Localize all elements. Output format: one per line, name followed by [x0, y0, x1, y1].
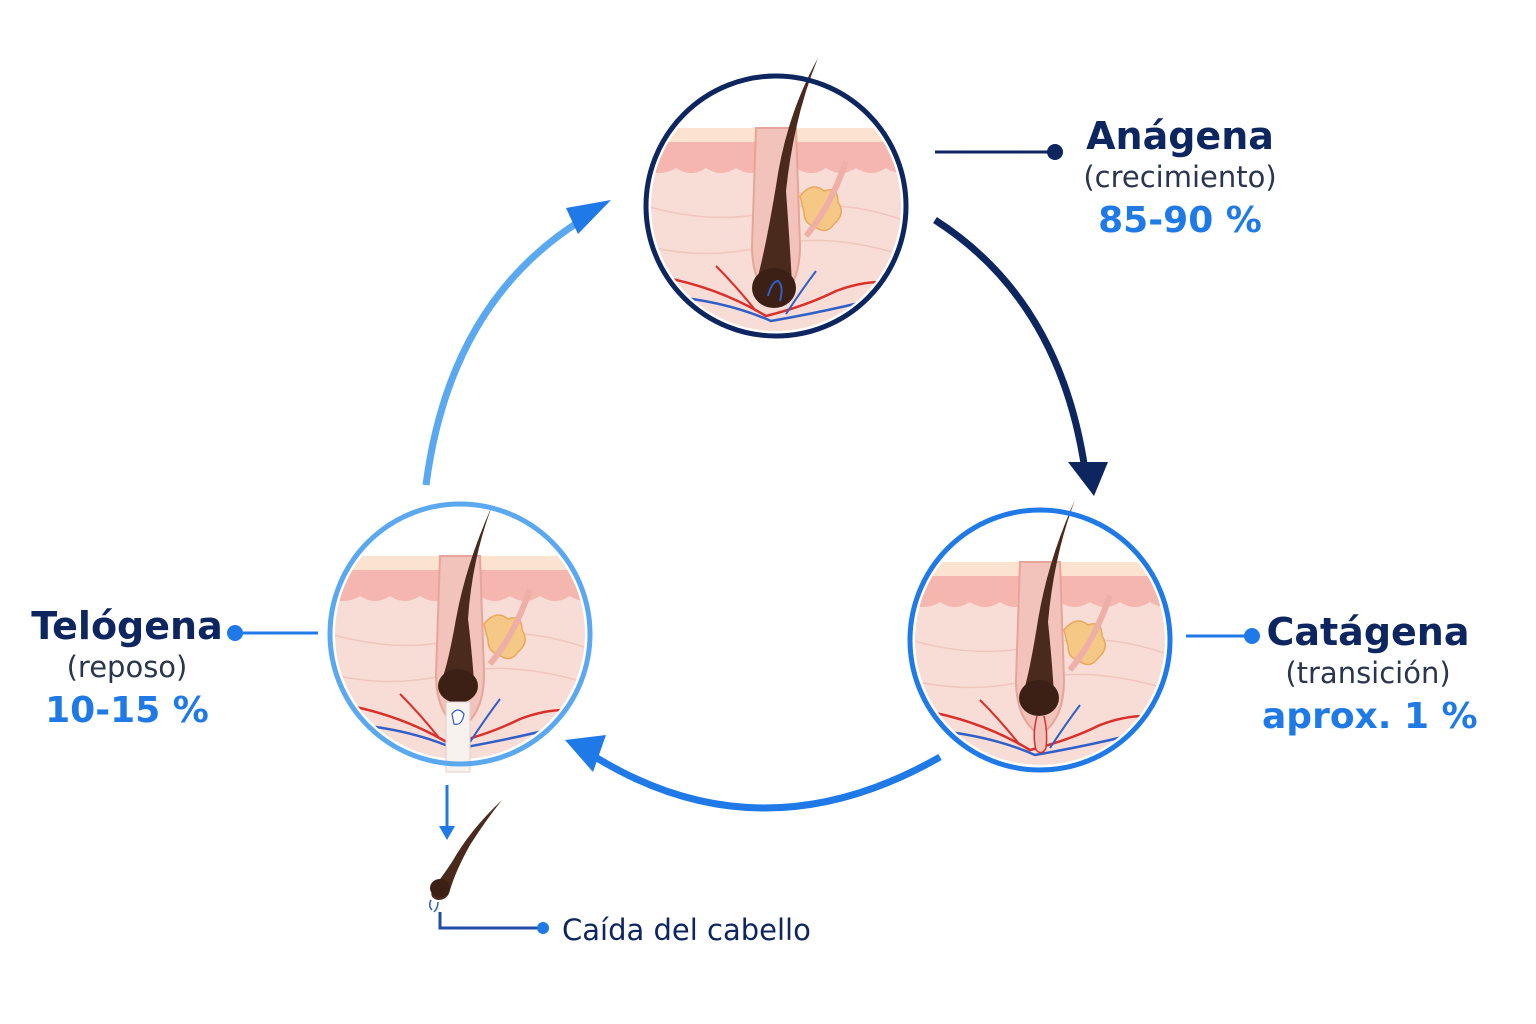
connector-dot-catagen — [1244, 628, 1260, 644]
connector-dot-anagen — [1047, 144, 1063, 160]
phase-percent-telogen: 10-15 % — [45, 690, 209, 731]
fall-arrowhead — [439, 826, 455, 840]
arrowhead-telogen-to-anagen — [566, 200, 611, 234]
arrowhead-anagen-to-catagen — [1068, 462, 1108, 496]
anagen-circle — [636, 58, 916, 354]
phase-name-anagen: Anágena — [1086, 114, 1274, 158]
telogen-circle — [320, 494, 600, 782]
fall-connector-dot — [537, 922, 549, 934]
catagen-circle — [900, 500, 1180, 788]
hair-follicle-telogen-icon — [441, 506, 492, 700]
label-anagen: Anágena (crecimiento) 85-90 % — [1070, 114, 1290, 244]
connector-dot-telogen — [227, 625, 243, 641]
phase-subtitle-anagen: (crecimiento) — [1083, 160, 1277, 194]
arrow-anagen-to-catagen — [933, 217, 1089, 471]
label-telogen: Telógena (reposo) 10-15 % — [22, 604, 232, 734]
arrowhead-catagen-to-telogen — [565, 735, 606, 772]
phase-name-telogen: Telógena — [31, 604, 223, 648]
hair-fall-label: Caída del cabello — [562, 913, 811, 947]
phase-subtitle-telogen: (reposo) — [66, 650, 188, 684]
hair-follicle-anagen-icon — [757, 58, 818, 305]
fall-connector — [438, 912, 540, 930]
shed-hair-icon — [428, 800, 502, 913]
arrow-catagen-to-telogen — [590, 752, 942, 812]
phase-subtitle-catagen: (transición) — [1285, 656, 1451, 690]
hair-follicle-catagen-icon — [1023, 500, 1075, 716]
label-catagen: Catágena (transición) aprox. 1 % — [1262, 610, 1478, 740]
phase-name-catagen: Catágena — [1266, 610, 1470, 654]
phase-percent-catagen: aprox. 1 % — [1262, 696, 1478, 737]
phase-percent-anagen: 85-90 % — [1098, 200, 1262, 241]
arrow-telogen-to-anagen — [422, 215, 587, 486]
